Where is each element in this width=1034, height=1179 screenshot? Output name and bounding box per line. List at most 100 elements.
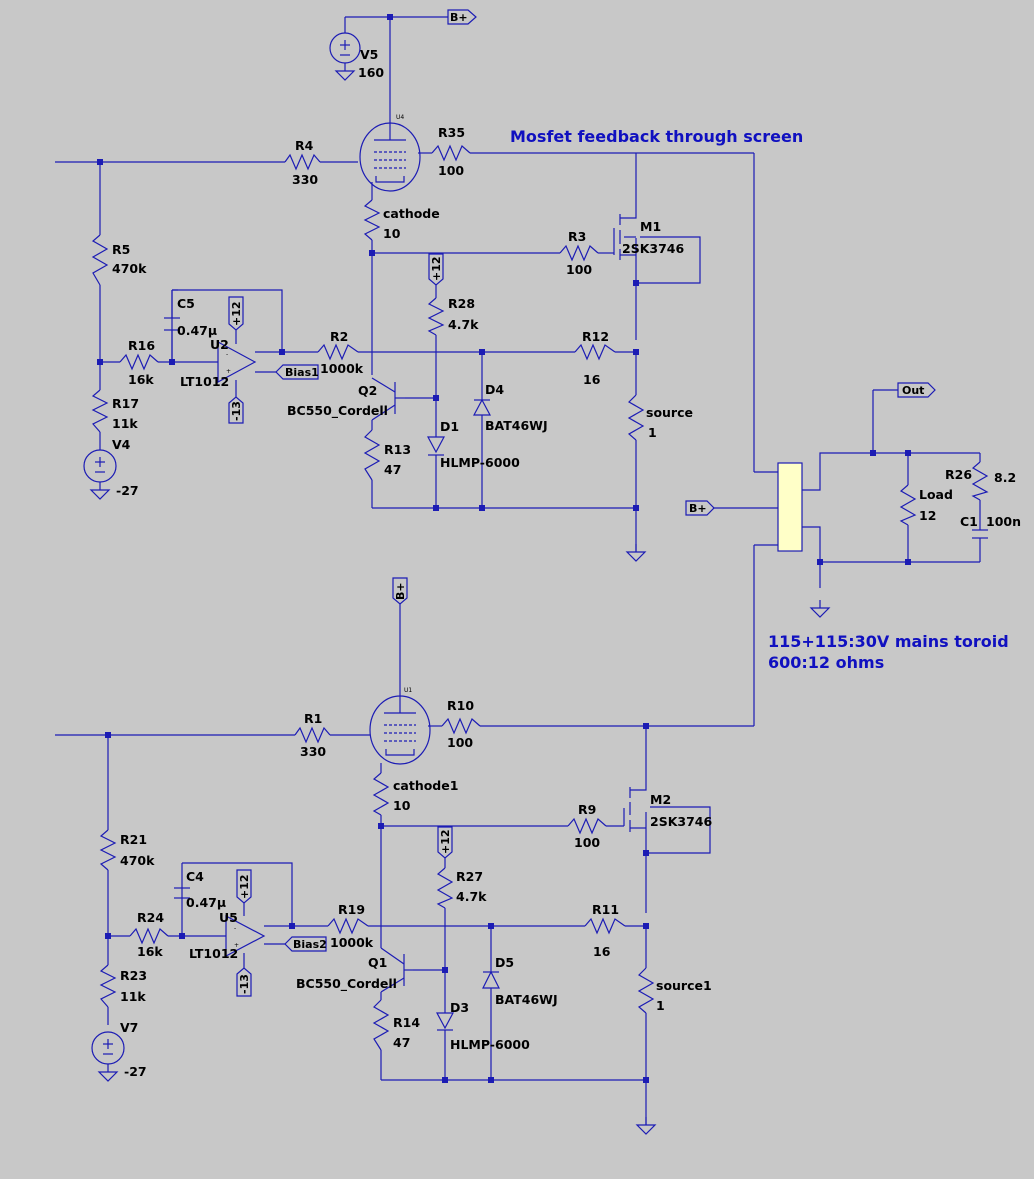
d1-name: D1	[440, 419, 459, 434]
r24-value: 16k	[137, 944, 163, 959]
bias-sources	[83, 449, 830, 1135]
resistors	[91, 144, 989, 1051]
cathode-value: 10	[383, 226, 401, 241]
note-feedback: Mosfet feedback through screen	[510, 127, 803, 146]
r1-name: R1	[304, 711, 322, 726]
c5-value: 0.47µ	[177, 323, 217, 338]
m2-name: M2	[650, 792, 671, 807]
tube-u1-label: U1	[404, 687, 412, 694]
r35-name: R35	[438, 125, 465, 140]
source1-name: source1	[656, 978, 712, 993]
d4-name: D4	[485, 382, 504, 397]
r2-name: R2	[330, 329, 348, 344]
r13-name: R13	[384, 442, 411, 457]
net-flags	[228, 9, 936, 997]
flag-m13-u2: -13	[230, 401, 243, 421]
r19-name: R19	[338, 902, 365, 917]
bjts	[371, 377, 413, 993]
flag-p12-r28: +12	[430, 256, 443, 281]
r17-value: 11k	[112, 416, 138, 431]
d5-value: BAT46WJ	[495, 992, 558, 1007]
flag-p12-u5: +12	[238, 874, 251, 899]
d1-value: HLMP-6000	[440, 455, 520, 470]
flag-out: Out	[902, 384, 924, 397]
tube-u4	[359, 122, 421, 192]
r27-value: 4.7k	[456, 889, 487, 904]
r23-value: 11k	[120, 989, 146, 1004]
r26-name: R26	[945, 467, 972, 482]
d3-value: HLMP-6000	[450, 1037, 530, 1052]
r26-value: 8.2	[994, 470, 1016, 485]
m1-value: 2SK3746	[622, 241, 684, 256]
q1-value: BC550_Cordell	[296, 976, 397, 992]
c1-value: 100n	[986, 514, 1021, 529]
tube-u1	[369, 695, 431, 765]
load-name: Load	[919, 487, 953, 502]
v7-value: -27	[124, 1064, 147, 1079]
note-toroid: 115+115:30V mains toroid	[768, 632, 1009, 651]
m2-value: 2SK3746	[650, 814, 712, 829]
r21-value: 470k	[120, 853, 155, 868]
r12-name: R12	[582, 329, 609, 344]
r14-name: R14	[393, 1015, 420, 1030]
flag-p12-u2: +12	[230, 301, 243, 326]
r5-name: R5	[112, 242, 130, 257]
r28-name: R28	[448, 296, 475, 311]
r11-name: R11	[592, 902, 619, 917]
r24-name: R24	[137, 910, 164, 925]
r11-value: 16	[593, 944, 611, 959]
flag-bplus-bottom: B+	[394, 582, 407, 600]
c4-name: C4	[186, 869, 204, 884]
flag-m13-u5: -13	[238, 974, 251, 994]
r3-value: 100	[566, 262, 592, 277]
top-wires	[55, 16, 778, 552]
flag-bias2: Bias2	[293, 938, 327, 951]
source-name: source	[646, 405, 693, 420]
r10-value: 100	[447, 735, 473, 750]
r2-value: 1000k	[320, 361, 364, 376]
svg-text:+: +	[226, 368, 231, 375]
d3-name: D3	[450, 1000, 469, 1015]
r4-value: 330	[292, 172, 318, 187]
u2-value: LT1012	[180, 374, 229, 389]
r1-value: 330	[300, 744, 326, 759]
u5-name: U5	[219, 910, 238, 925]
diodes	[427, 398, 500, 1031]
r27-name: R27	[456, 869, 483, 884]
svg-text:-: -	[226, 351, 228, 358]
bottom-wires	[55, 604, 754, 1125]
junctions	[97, 14, 911, 1083]
flag-p12-r27: +12	[439, 829, 452, 854]
svg-text:+: +	[234, 942, 239, 949]
r9-value: 100	[574, 835, 600, 850]
capacitors	[164, 317, 988, 899]
r12-value: 16	[583, 372, 601, 387]
r23-name: R23	[120, 968, 147, 983]
r5-value: 470k	[112, 261, 147, 276]
m1-name: M1	[640, 219, 661, 234]
labels: Mosfet feedback through screen 115+115:3…	[112, 11, 1021, 1079]
r13-value: 47	[384, 462, 401, 477]
flag-bias1: Bias1	[285, 366, 319, 379]
output-wires	[714, 389, 981, 726]
r14-value: 47	[393, 1035, 410, 1050]
v4-value: -27	[116, 483, 139, 498]
c1-name: C1	[960, 514, 978, 529]
r10-name: R10	[447, 698, 474, 713]
svg-text:-: -	[234, 925, 236, 932]
opamps: - + - +	[217, 340, 266, 957]
r16-value: 16k	[128, 372, 154, 387]
u5-value: LT1012	[189, 946, 238, 961]
u2-name: U2	[210, 337, 229, 352]
note-ratio: 600:12 ohms	[768, 653, 884, 672]
cathode-name: cathode	[383, 206, 440, 221]
mosfets	[613, 212, 647, 832]
source-value: 1	[648, 425, 657, 440]
cathode1-name: cathode1	[393, 778, 458, 793]
flag-bplus-mid: B+	[689, 502, 707, 515]
r35-value: 100	[438, 163, 464, 178]
r9-name: R9	[578, 802, 596, 817]
q1-name: Q1	[368, 955, 387, 970]
